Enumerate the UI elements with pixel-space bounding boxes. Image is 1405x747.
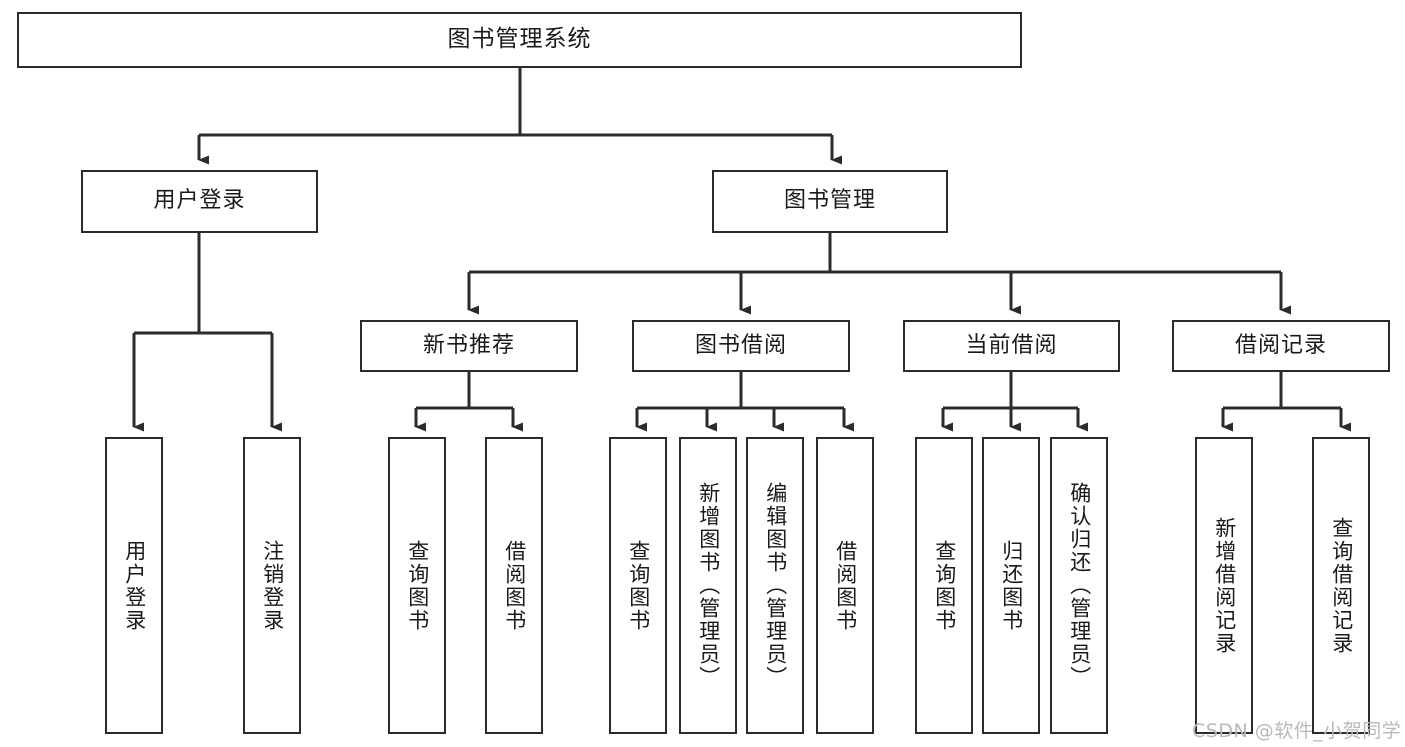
node-leaf-edit-book[interactable]: 编辑图书（管理员） xyxy=(746,437,804,734)
node-leaf-query-book-1-label: 查询图书 xyxy=(405,539,430,632)
node-borrow-record-label: 借阅记录 xyxy=(1234,332,1327,358)
node-leaf-confirm-return[interactable]: 确认归还（管理员） xyxy=(1050,437,1108,734)
node-leaf-add-book[interactable]: 新增图书（管理员） xyxy=(679,437,737,734)
node-leaf-user-logout[interactable]: 注销登录 xyxy=(243,437,301,734)
node-leaf-query-book-1[interactable]: 查询图书 xyxy=(388,437,446,734)
node-new-book-recommend[interactable]: 新书推荐 xyxy=(360,320,578,372)
node-leaf-return-book-label: 归还图书 xyxy=(999,539,1024,632)
node-leaf-add-record-label: 新增借阅记录 xyxy=(1212,516,1237,655)
node-book-manage[interactable]: 图书管理 xyxy=(712,170,948,233)
node-user-login-label: 用户登录 xyxy=(153,188,246,214)
node-book-manage-label: 图书管理 xyxy=(783,188,876,214)
node-book-borrow[interactable]: 图书借阅 xyxy=(632,320,850,372)
watermark-text: CSDN @软件_小贺同学 xyxy=(1192,720,1402,742)
node-leaf-add-book-label: 新增图书（管理员） xyxy=(696,482,721,689)
node-leaf-confirm-return-label: 确认归还（管理员） xyxy=(1067,482,1092,689)
node-book-borrow-label: 图书借阅 xyxy=(694,332,787,358)
node-leaf-query-book-3-label: 查询图书 xyxy=(932,539,957,632)
node-leaf-query-book-2-label: 查询图书 xyxy=(626,539,651,632)
node-leaf-return-book[interactable]: 归还图书 xyxy=(982,437,1040,734)
node-leaf-query-book-3[interactable]: 查询图书 xyxy=(915,437,973,734)
node-current-borrow[interactable]: 当前借阅 xyxy=(903,320,1120,372)
node-leaf-borrow-book-1-label: 借阅图书 xyxy=(502,539,527,632)
node-leaf-query-record-label: 查询借阅记录 xyxy=(1329,516,1354,655)
node-leaf-user-logout-label: 注销登录 xyxy=(260,539,285,632)
node-current-borrow-label: 当前借阅 xyxy=(965,332,1058,358)
node-user-login[interactable]: 用户登录 xyxy=(81,170,318,233)
node-leaf-borrow-book-1[interactable]: 借阅图书 xyxy=(485,437,543,734)
node-borrow-record[interactable]: 借阅记录 xyxy=(1172,320,1390,372)
node-leaf-user-login-label: 用户登录 xyxy=(122,539,147,632)
node-root-system-label: 图书管理系统 xyxy=(447,26,592,53)
node-leaf-edit-book-label: 编辑图书（管理员） xyxy=(763,482,788,689)
node-root-system[interactable]: 图书管理系统 xyxy=(17,12,1022,68)
node-leaf-add-record[interactable]: 新增借阅记录 xyxy=(1195,437,1253,734)
node-leaf-borrow-book-2[interactable]: 借阅图书 xyxy=(816,437,874,734)
node-leaf-query-record[interactable]: 查询借阅记录 xyxy=(1312,437,1370,734)
node-leaf-user-login[interactable]: 用户登录 xyxy=(105,437,163,734)
node-new-book-recommend-label: 新书推荐 xyxy=(422,332,515,358)
node-leaf-borrow-book-2-label: 借阅图书 xyxy=(833,539,858,632)
node-leaf-query-book-2[interactable]: 查询图书 xyxy=(609,437,667,734)
